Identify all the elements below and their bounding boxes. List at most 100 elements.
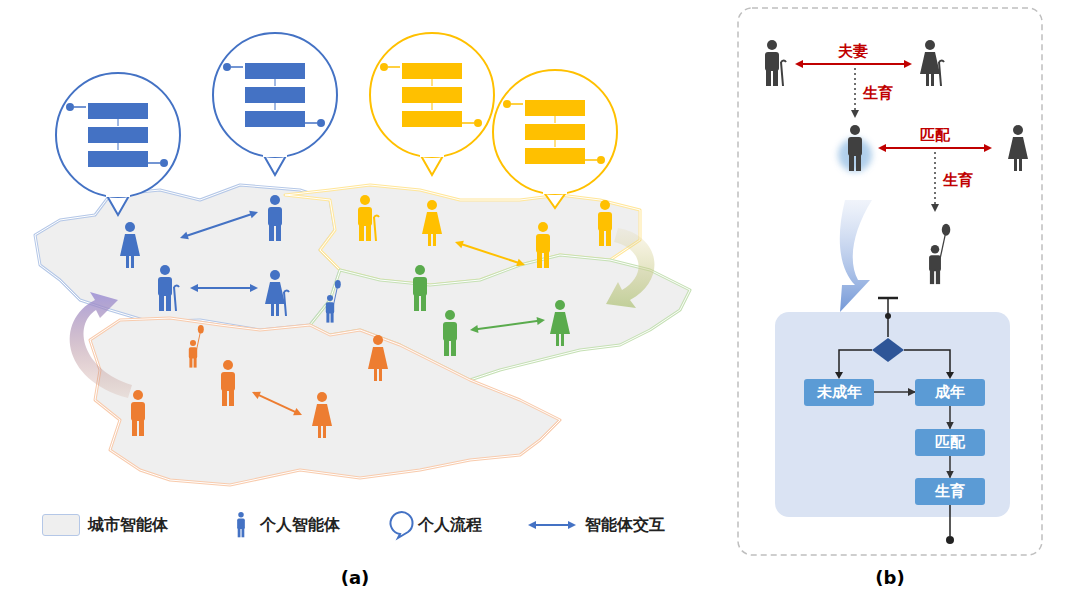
expand-arrow bbox=[840, 200, 872, 312]
head bbox=[125, 222, 135, 232]
arrow-head bbox=[537, 317, 545, 325]
head bbox=[445, 310, 455, 320]
head bbox=[1013, 125, 1023, 135]
flow-panel bbox=[775, 312, 1010, 517]
flow-connector bbox=[949, 406, 951, 429]
leg bbox=[444, 338, 449, 356]
process-bubble bbox=[493, 70, 617, 208]
leg bbox=[323, 425, 326, 438]
process-bar bbox=[525, 148, 585, 164]
arrow-line bbox=[934, 152, 936, 206]
balloon bbox=[198, 325, 204, 333]
legend-swatch bbox=[42, 514, 80, 536]
arrow-head bbox=[455, 241, 464, 249]
bubble-circle bbox=[370, 33, 494, 157]
arrow-line bbox=[884, 147, 985, 149]
person-icon bbox=[237, 512, 245, 537]
leg bbox=[379, 368, 382, 381]
bubble-circle bbox=[56, 73, 180, 197]
relation-label: 夫妻 bbox=[836, 42, 870, 61]
panel-label: (a) bbox=[341, 567, 370, 588]
box-text: 生育 bbox=[935, 482, 965, 501]
person-icon bbox=[268, 195, 282, 241]
leg bbox=[139, 418, 144, 436]
dress bbox=[312, 404, 332, 426]
person-icon bbox=[443, 310, 457, 356]
leg bbox=[318, 425, 321, 438]
balloon bbox=[335, 280, 341, 288]
leg bbox=[849, 153, 854, 171]
person-icon bbox=[920, 40, 944, 86]
arrow-head bbox=[568, 521, 576, 529]
leg bbox=[374, 368, 377, 381]
process-bar bbox=[88, 127, 148, 143]
relation-label: 生育 bbox=[861, 84, 895, 103]
leg bbox=[926, 73, 929, 86]
box-text: 未成年 bbox=[817, 383, 862, 402]
person-icon bbox=[131, 390, 145, 436]
arrow-line bbox=[476, 321, 538, 329]
leg bbox=[414, 293, 419, 311]
leg bbox=[359, 223, 364, 241]
process-link bbox=[118, 119, 119, 126]
process-link bbox=[432, 103, 433, 110]
head bbox=[270, 270, 280, 280]
head bbox=[317, 392, 327, 402]
leg bbox=[326, 312, 329, 323]
leg bbox=[189, 357, 192, 368]
balloon bbox=[942, 224, 951, 236]
process-link bbox=[432, 79, 433, 86]
cane bbox=[374, 216, 379, 242]
region-border bbox=[90, 318, 560, 485]
person-icon bbox=[120, 222, 140, 268]
arrow bbox=[931, 152, 939, 212]
end-link bbox=[305, 122, 317, 124]
head bbox=[427, 200, 437, 210]
leg bbox=[194, 357, 197, 368]
person-icon bbox=[326, 280, 341, 323]
start-dot bbox=[503, 100, 511, 108]
decision-diamond bbox=[872, 338, 904, 362]
process-link bbox=[555, 116, 556, 123]
leg bbox=[766, 68, 771, 86]
migration-arrow bbox=[606, 228, 654, 308]
flow-connector bbox=[874, 391, 915, 393]
end-link bbox=[585, 159, 597, 161]
person-icon bbox=[265, 270, 289, 316]
bubble-gap bbox=[420, 149, 444, 157]
leg bbox=[936, 269, 940, 284]
relation-label: 生育 bbox=[941, 171, 975, 190]
leg bbox=[1019, 158, 1022, 171]
leg bbox=[229, 388, 234, 406]
process-link bbox=[118, 143, 119, 150]
arrow-head bbox=[528, 521, 536, 529]
process-bar bbox=[245, 87, 305, 103]
end-link bbox=[148, 162, 160, 164]
process-link bbox=[275, 79, 276, 86]
leg bbox=[131, 255, 134, 268]
process-box: 生育 bbox=[915, 478, 985, 505]
leg bbox=[451, 338, 456, 356]
legend-text: 智能体交互 bbox=[585, 515, 665, 536]
legend-text: 城市智能体 bbox=[88, 515, 168, 536]
process-bar bbox=[88, 151, 148, 167]
highlight-glow bbox=[838, 138, 872, 172]
head bbox=[931, 245, 940, 254]
leg bbox=[856, 153, 861, 171]
arrow-head bbox=[904, 60, 912, 68]
arrow-line bbox=[534, 524, 569, 526]
arrow-head bbox=[851, 110, 859, 118]
legend-text: 个人流程 bbox=[418, 515, 482, 536]
panel-label: (b) bbox=[875, 567, 904, 588]
process-bar bbox=[525, 100, 585, 116]
leg bbox=[238, 527, 241, 537]
relation-label: 匹配 bbox=[918, 126, 952, 145]
process-box: 未成年 bbox=[804, 379, 874, 406]
head bbox=[555, 300, 565, 310]
person-icon bbox=[765, 40, 786, 86]
balloon-string bbox=[197, 333, 201, 350]
arrow-line bbox=[461, 244, 519, 263]
process-bar bbox=[245, 111, 305, 127]
interaction-arrow bbox=[190, 284, 258, 292]
bubble-gap bbox=[543, 186, 567, 194]
